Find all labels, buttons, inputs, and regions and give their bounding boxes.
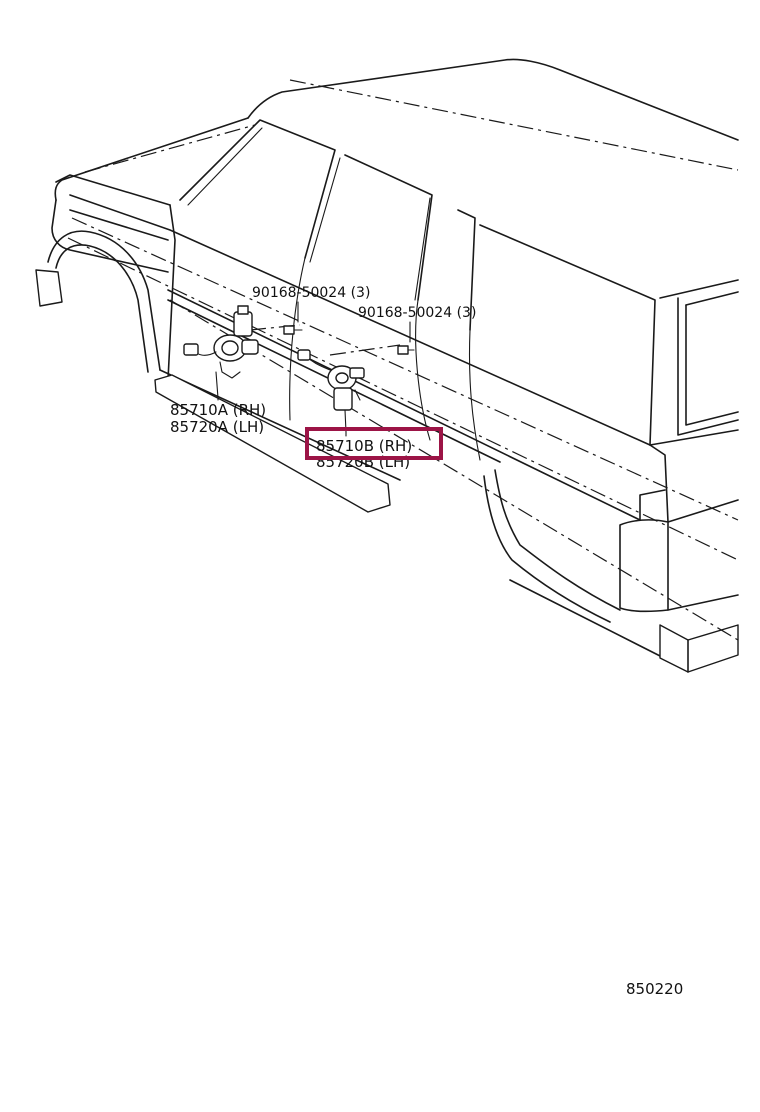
motor-front-assembly: [183, 305, 259, 399]
bolt-front: [283, 301, 303, 335]
highlight-box: [305, 427, 443, 460]
callout-motor-front-rh: 85710A (RH): [170, 401, 266, 419]
figure-number: 850220: [626, 980, 683, 998]
motor-rear-assembly: [297, 349, 365, 433]
bolt-rear: [397, 321, 415, 355]
callout-motor-rear-lh: 85720B (LH): [316, 453, 410, 471]
callout-motor-front-lh: 85720A (LH): [170, 418, 264, 436]
callout-motor-rear-rh[interactable]: 85710B (RH): [316, 437, 412, 455]
callout-bolt-front: 90168-50024 (3): [252, 285, 370, 301]
leader-lines: [217, 397, 347, 437]
callout-bolt-rear: 90168-50024 (3): [358, 305, 476, 321]
phantom-lines: [67, 79, 739, 641]
vehicle-body: [35, 58, 739, 673]
